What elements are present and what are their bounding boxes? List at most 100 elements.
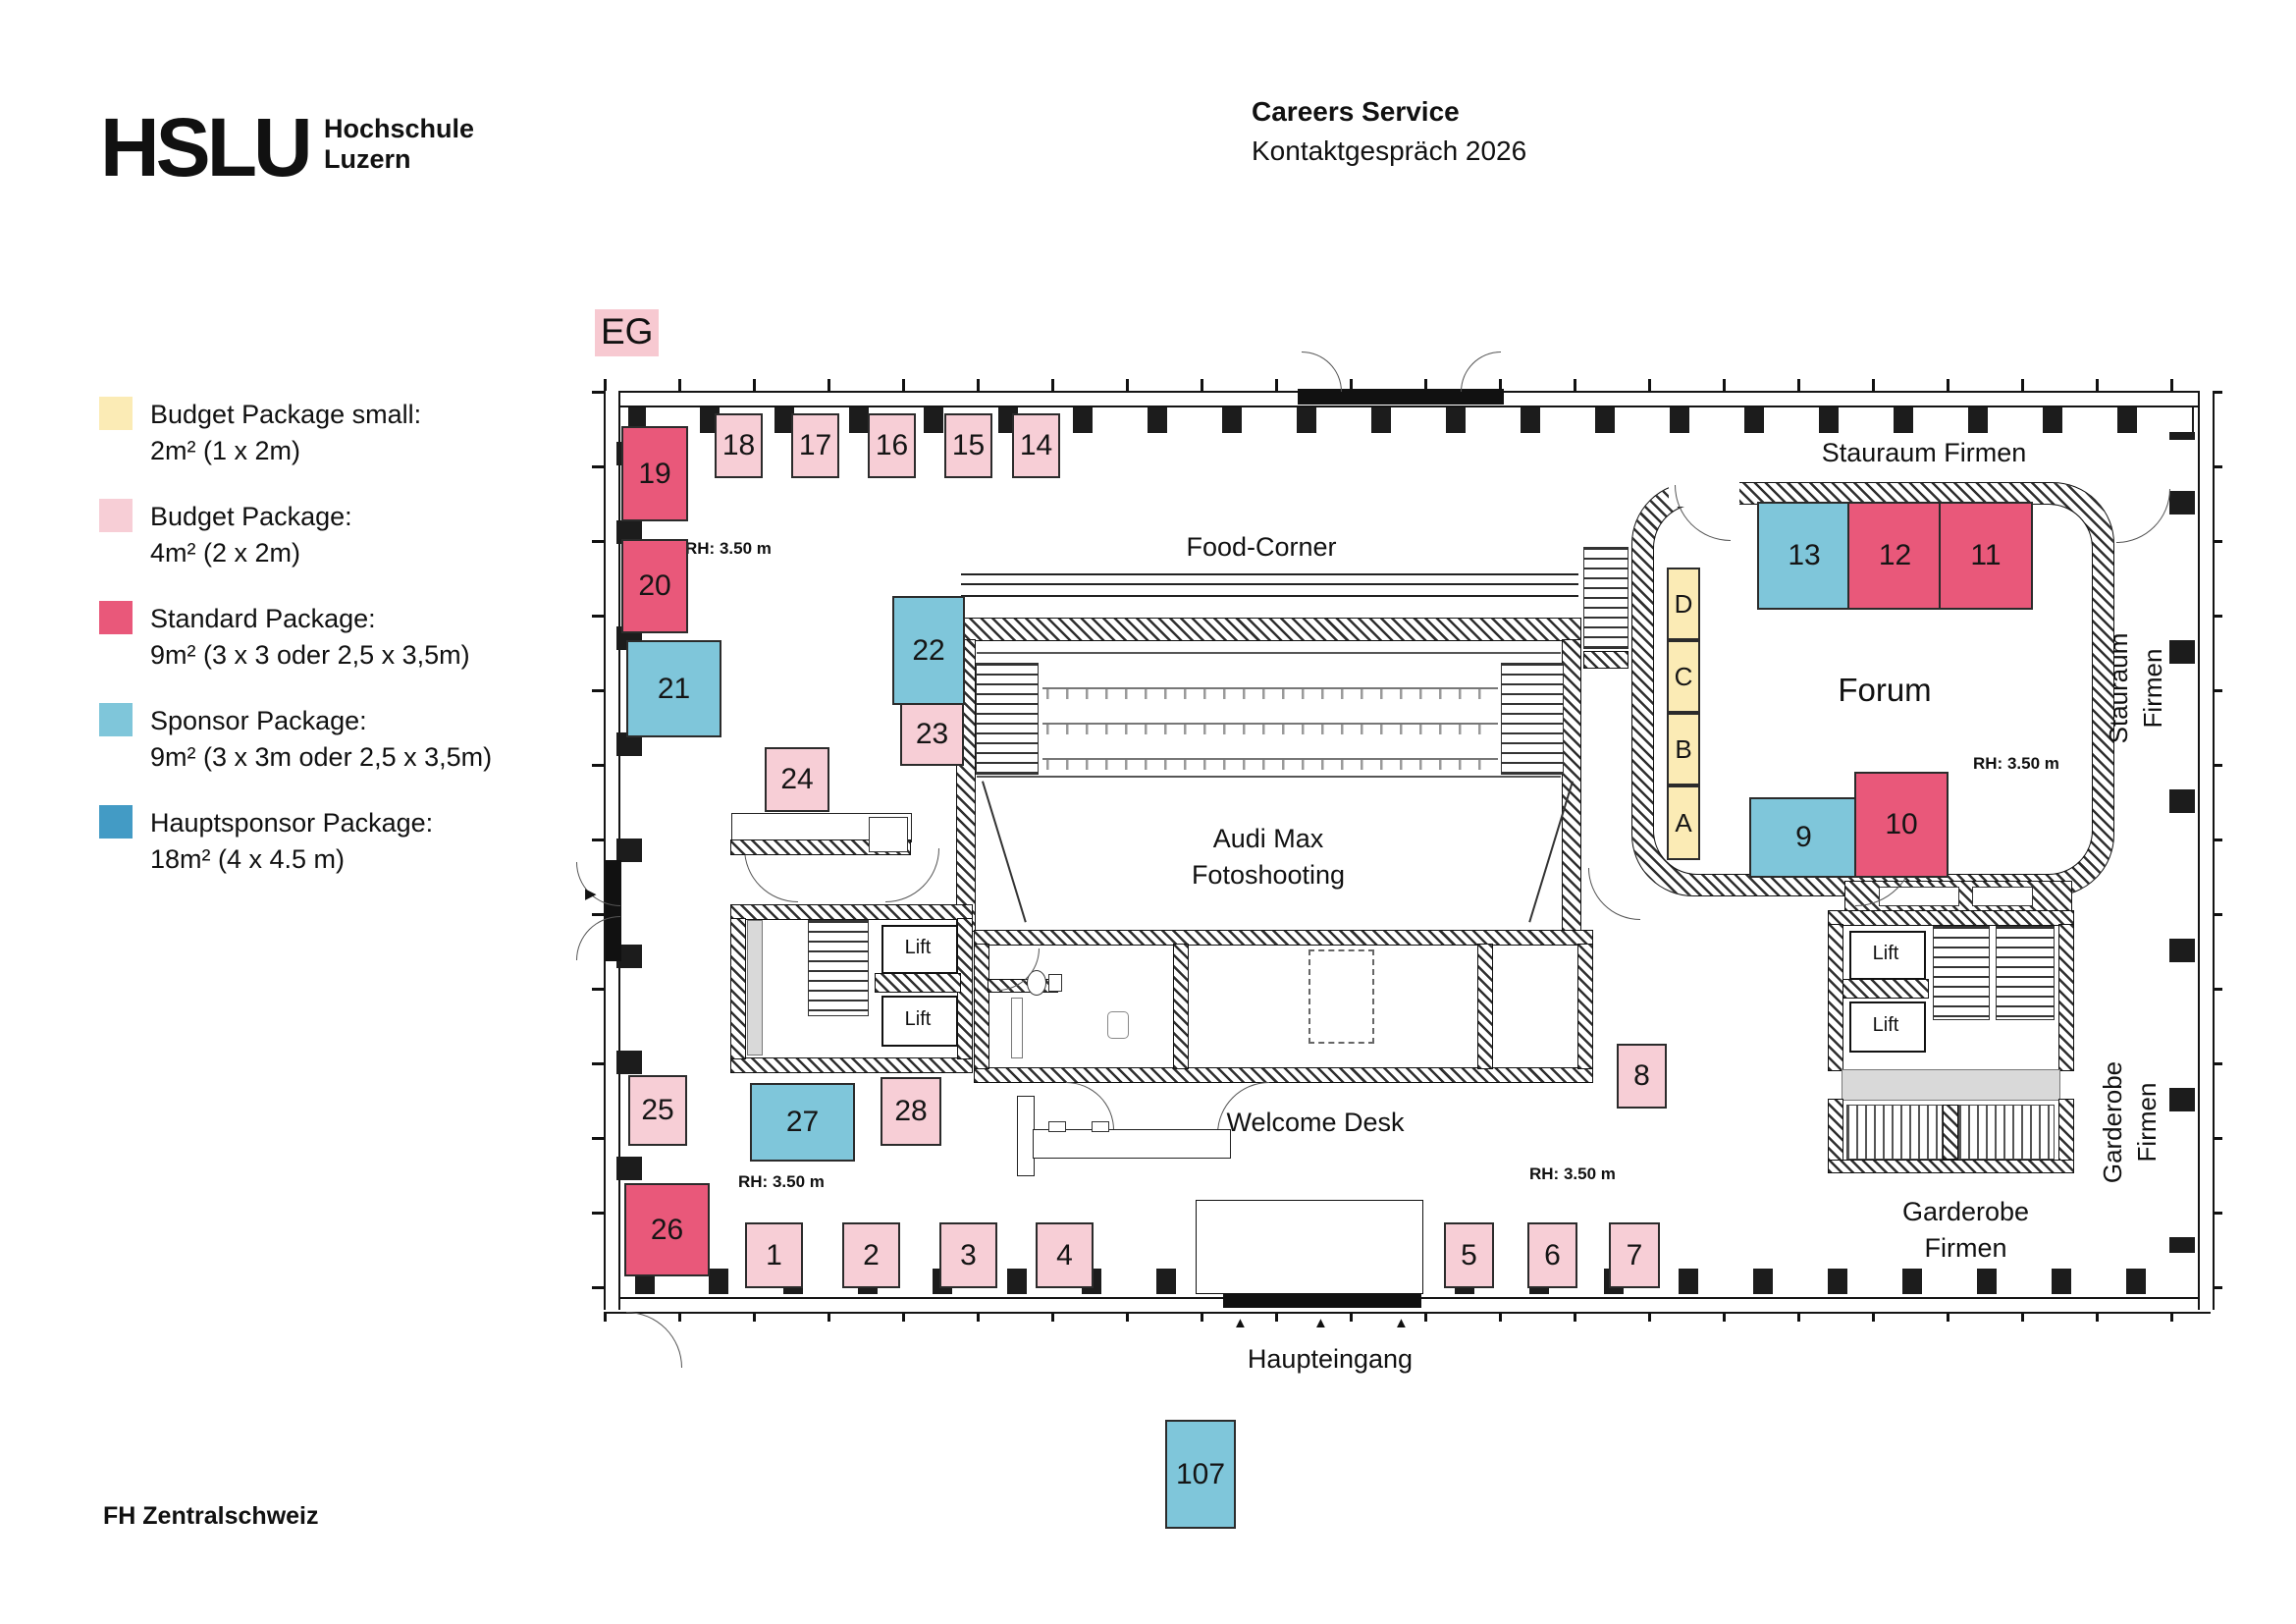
booth-19: 19 <box>621 426 688 521</box>
stair-landing-hatch <box>1583 651 1629 669</box>
left-door-arc-upper <box>576 862 620 906</box>
food-corner-counter <box>961 573 1578 597</box>
booth-5: 5 <box>1444 1222 1494 1288</box>
audi-max-line1: Audi Max <box>1212 824 1324 853</box>
lift-box-left-1 <box>881 925 958 974</box>
legend-item-hauptsponsor: Hauptsponsor Package: 18m² (4 x 4.5 m) <box>150 805 433 878</box>
lift-box-right-2 <box>1849 1001 1926 1053</box>
legend-swatch-hauptsponsor <box>99 805 133 839</box>
booth-17: 17 <box>791 413 839 478</box>
garderobe-wall-bottom <box>1828 1160 2074 1173</box>
legend-hauptsponsor-line1: Hauptsponsor Package: <box>150 808 434 838</box>
columns-right <box>2169 432 2195 1253</box>
booth-18: 18 <box>715 413 763 478</box>
chair-icon <box>1107 1011 1129 1039</box>
welcome-desk-label: Welcome Desk <box>1226 1108 1405 1137</box>
booth-27: 27 <box>750 1083 855 1162</box>
booth-1: 1 <box>745 1222 803 1288</box>
wall-right <box>2198 391 2215 1310</box>
right-core-lift-divider <box>1842 979 1929 999</box>
left-entrance-arrow: ▶ <box>585 886 597 902</box>
rooms-divider-2 <box>1477 944 1493 1069</box>
booth-26: 26 <box>624 1183 710 1276</box>
stage-rect <box>1196 1200 1423 1294</box>
seating-side-stair-right <box>1501 663 1564 775</box>
left-core-wall-left <box>730 918 746 1059</box>
lift-label-left-2: Lift <box>904 1008 932 1030</box>
garderobe-line2: Firmen <box>1924 1233 2007 1263</box>
garderobe-wall-right <box>2058 1099 2074 1173</box>
legend-budget-line2: 4m² (2 x 2m) <box>150 538 301 568</box>
stauraum-right-line1: Stauraum <box>2104 632 2133 744</box>
booth-16: 16 <box>868 413 916 478</box>
booth-C: C <box>1667 640 1700 713</box>
toilet-tank-icon <box>1048 974 1062 992</box>
haupteingang-label: Haupteingang <box>1247 1344 1414 1374</box>
lift-box-right-1 <box>1849 931 1926 980</box>
footer-label: FH Zentralschweiz <box>103 1502 319 1530</box>
booth-D: D <box>1667 568 1700 640</box>
stair-right-of-audimax <box>1583 547 1629 649</box>
booth-21: 21 <box>626 640 721 737</box>
stauraum-right-label: Stauraum Firmen <box>2102 590 2170 786</box>
booth-11: 11 <box>1939 502 2033 610</box>
left-core-wall-right <box>957 918 973 1059</box>
legend-sponsor-line1: Sponsor Package: <box>150 706 367 735</box>
booth-23: 23 <box>900 703 964 766</box>
booth-24: 24 <box>765 747 829 812</box>
toilet-icon <box>1027 970 1046 996</box>
welcome-desk-counter <box>1033 1129 1231 1159</box>
rooms-wall-top <box>974 930 1593 946</box>
facade-ticks-top <box>604 379 2211 391</box>
columns-top <box>628 407 2194 433</box>
welcome-desk-item-1 <box>1048 1121 1066 1132</box>
audi-max-line2: Fotoshooting <box>1191 860 1346 890</box>
rooms-wall-bottom <box>974 1067 1593 1083</box>
legend-swatch-budget-small <box>99 397 133 430</box>
garderobe-right-line1: Garderobe <box>2098 1060 2127 1184</box>
seating-side-stair-left <box>976 663 1039 775</box>
rh-label-bottommid: RH: 3.50 m <box>1529 1164 1616 1183</box>
legend-budget-line1: Budget Package: <box>150 502 352 531</box>
hslu-logo-subtitle: Hochschule Luzern <box>324 114 474 175</box>
lift-label-left-1: Lift <box>904 937 932 958</box>
seat-row-2 <box>1042 723 1498 734</box>
left-core-door-arc-1 <box>744 848 798 902</box>
left-core-shaft-band <box>747 920 763 1056</box>
forum-corridor-arc <box>2116 489 2170 543</box>
legend-item-standard: Standard Package: 9m² (3 x 3 oder 2,5 x … <box>150 601 470 674</box>
legend-swatch-sponsor <box>99 703 133 736</box>
booth-9: 9 <box>1749 797 1858 878</box>
right-core-wall-left <box>1828 924 1843 1071</box>
legend-standard-line1: Standard Package: <box>150 604 376 633</box>
legend-sponsor-line2: 9m² (3 x 3m oder 2,5 x 3,5m) <box>150 742 493 772</box>
right-core-wall-right <box>2058 924 2074 1071</box>
left-core-door-arc-2 <box>885 848 939 902</box>
seating-boundary-top <box>977 652 1561 654</box>
booth-A: A <box>1667 785 1700 860</box>
booth-12: 12 <box>1847 502 1943 610</box>
entrance-arrow-2: ▲ <box>1313 1315 1328 1331</box>
facade-ticks-left <box>592 391 604 1310</box>
page-subtitle: Kontaktgespräch 2026 <box>1252 135 1527 166</box>
booth-B: B <box>1667 713 1700 785</box>
booth-2: 2 <box>842 1222 900 1288</box>
hslu-logo: HSLU <box>100 106 313 189</box>
seat-row-3 <box>1042 758 1498 770</box>
booth-4: 4 <box>1036 1222 1094 1288</box>
entrance-arrow-3: ▲ <box>1394 1315 1409 1331</box>
coat-racks-divider <box>1943 1105 1958 1160</box>
audi-max-wall-top <box>956 618 1581 641</box>
lift-label-right-2: Lift <box>1872 1014 1899 1036</box>
lift-box-left-2 <box>881 996 958 1047</box>
legend-swatch-budget <box>99 499 133 532</box>
forum-label: Forum <box>1838 672 1932 708</box>
booth-28: 28 <box>881 1077 941 1146</box>
top-door-bar <box>1298 389 1504 405</box>
hslu-logo-wordmark: HSLU <box>100 101 313 193</box>
lift-label-right-1: Lift <box>1872 943 1899 964</box>
haupteingang-door-bar <box>1223 1292 1421 1308</box>
booth-20: 20 <box>621 539 688 633</box>
legend-item-budget: Budget Package: 4m² (2 x 2m) <box>150 499 352 571</box>
